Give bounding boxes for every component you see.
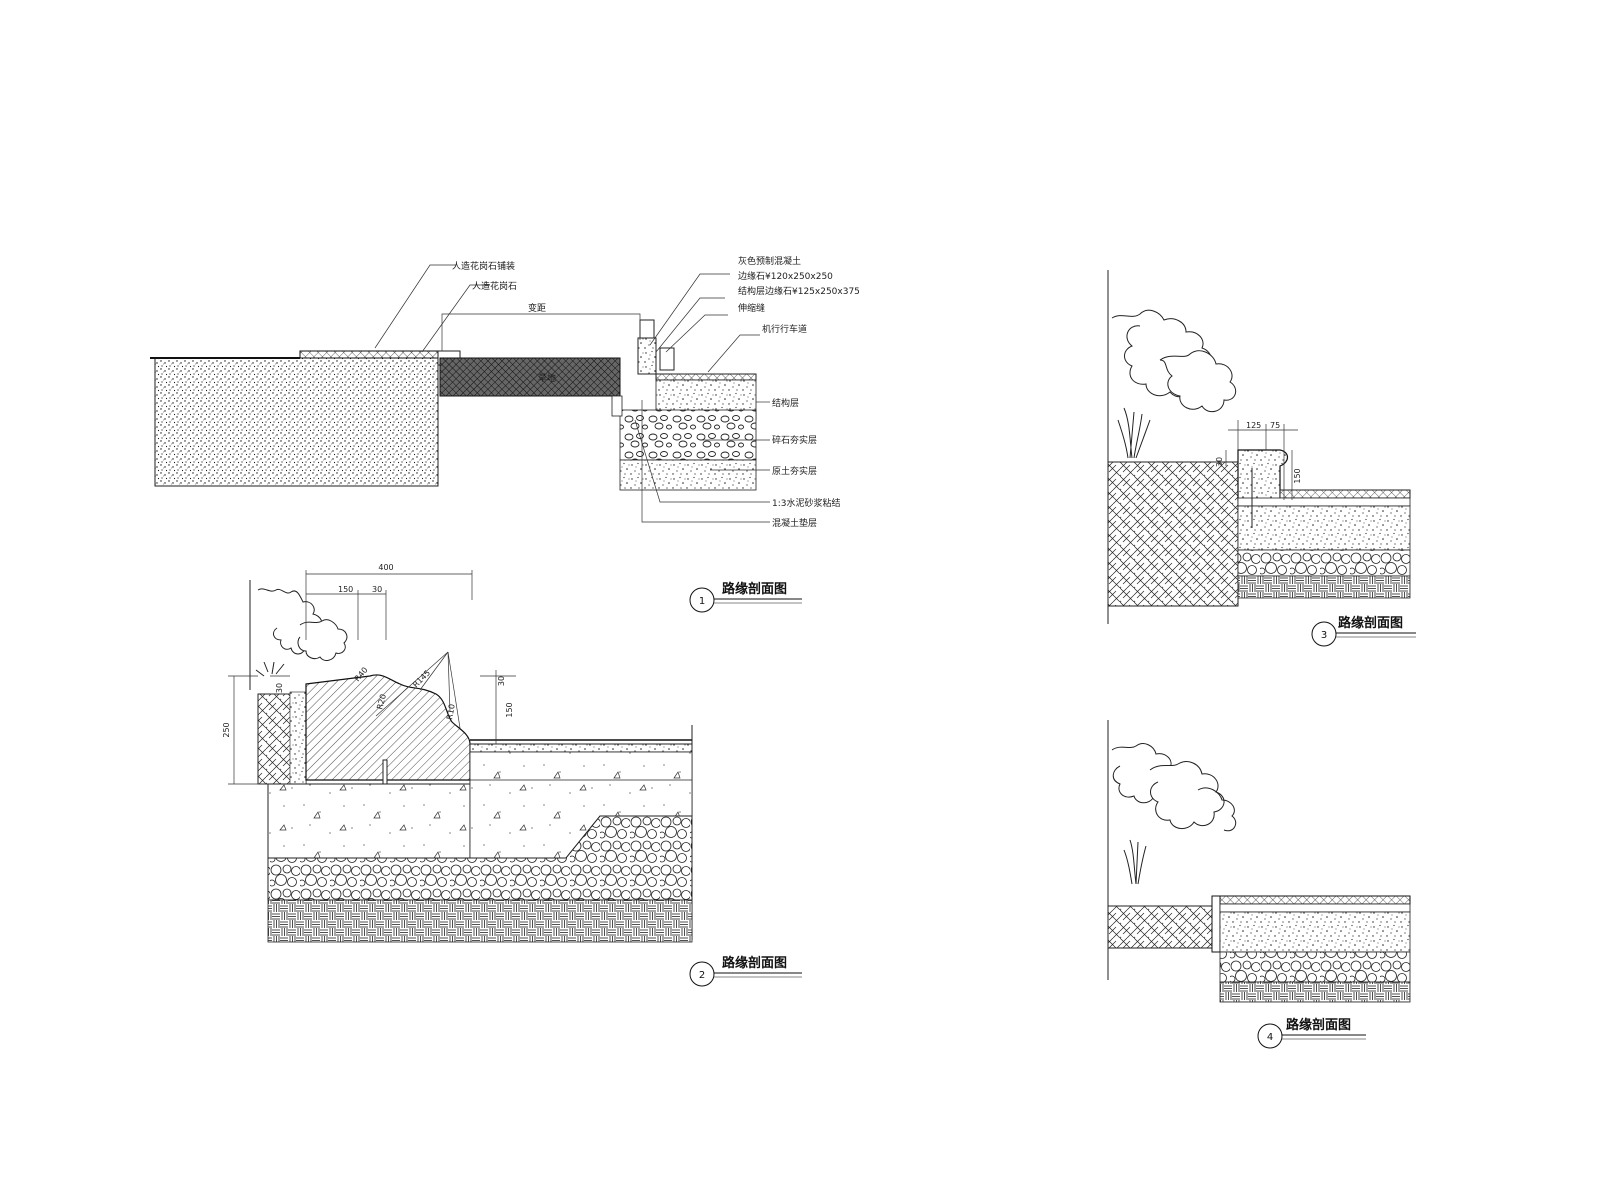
section-2-title-text: 路缘剖面图 [722,955,787,971]
soil-block [1107,905,1215,949]
concrete-layer [1219,911,1411,953]
section-4-drawing: 4 路缘剖面图 [1107,720,1411,1049]
dim-r3: R10 [445,703,457,720]
label-soil: 原土夯实层 [772,465,817,477]
label-roadway: 机行行车道 [762,323,807,335]
section-2-drawing: 400 150 30 250 30 30 150 R40 R20 R10 R14… [222,563,802,987]
paving-strip [299,350,439,359]
dim-right-top: 30 [497,676,506,686]
gravel-layer [1219,951,1411,983]
section-1-drawing: 人造花岗石铺装 人造花岗石 变距 灰色预制混凝土 边缘石¥120x250x250… [150,255,860,613]
ground-block [154,357,439,487]
dim-r2: R20 [375,693,388,711]
dim-h2: 150 [1293,468,1302,483]
gravel-layer [619,409,757,461]
section-1-title: 1 路缘剖面图 [689,581,802,613]
dim-overall: 400 [378,563,393,572]
road-surface [1279,489,1411,499]
section-4-title: 4 路缘剖面图 [1257,1017,1366,1049]
label-concrete: 混凝土垫层 [772,517,817,529]
dim-right-height: 150 [505,702,514,717]
label-mortar: 1:3水泥砂浆粘结 [772,497,841,509]
road-surface [655,373,757,381]
section-3-title-text: 路缘剖面图 [1338,615,1403,631]
section-1-number: 1 [699,596,705,607]
road-concrete [1237,505,1411,551]
road-top-layer [469,743,693,753]
section-1-title-text: 路缘剖面图 [722,581,787,597]
label-grey-concrete: 灰色预制混凝土 [738,255,801,267]
section-4-title-text: 路缘剖面图 [1286,1017,1351,1033]
label-gravel: 碎石夯实层 [772,434,817,446]
native-soil [1237,575,1411,599]
section-2-number: 2 [699,970,705,981]
curb-stone-hatched [305,674,471,781]
label-paving: 人造花岗石铺装 [452,260,515,272]
section-3-number: 3 [1321,630,1327,641]
dim-b: 75 [1270,421,1280,430]
soil-block [1107,461,1239,607]
label-structure: 结构层 [772,397,799,409]
curb-stone [1237,449,1289,501]
dim-r4: R145 [411,668,432,689]
section-3-drawing: 125 75 30 150 3 路缘剖面图 [1107,270,1416,647]
dim-left-height: 250 [222,722,231,737]
surface-layer [1219,895,1411,905]
curb-stone [637,337,657,375]
native-soil [267,899,693,943]
label-joint: 伸缩缝 [738,302,765,314]
label-span: 变距 [528,302,546,314]
label-struct-edge: 结构层边缘石¥125x250x375 [738,285,860,297]
section-2-title: 2 路缘剖面图 [689,955,802,987]
dim-h1: 30 [1215,457,1224,467]
dim-left-small: 30 [275,683,284,693]
curb-base-concrete [267,783,471,859]
dim-a: 150 [338,585,353,594]
label-edge-stone: 边缘石¥120x250x250 [738,270,833,282]
native-soil [1219,981,1411,1003]
dim-a: 125 [1246,421,1261,430]
section-3-title: 3 路缘剖面图 [1311,615,1416,647]
dim-b: 30 [372,585,382,594]
road-base [439,357,621,397]
label-stone: 人造花岗石 [472,280,517,292]
gravel-layer [1237,549,1411,577]
section-4-number: 4 [1267,1032,1273,1043]
label-grass: 草地 [538,372,556,384]
